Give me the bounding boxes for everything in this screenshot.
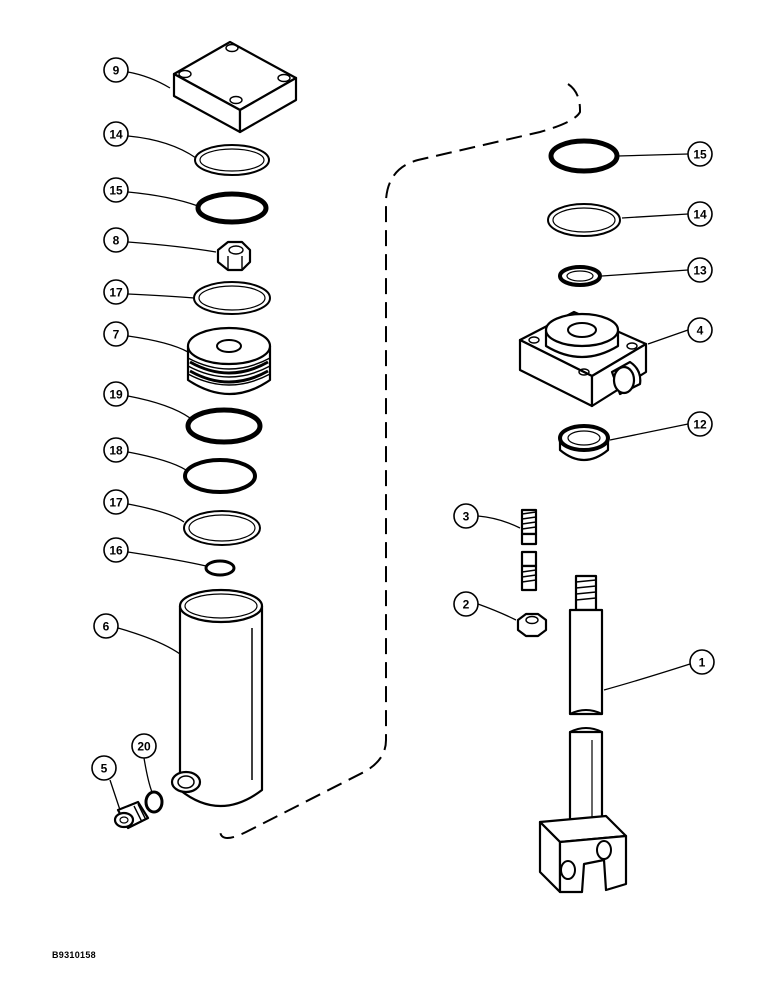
svg-text:20: 20: [137, 740, 151, 754]
callout-17-upper: 17: [103, 279, 129, 305]
callout-13: 13: [687, 257, 713, 283]
callout-14-right: 14: [687, 201, 713, 227]
part-8-nut: [216, 240, 252, 272]
svg-text:16: 16: [109, 544, 123, 558]
callout-19: 19: [103, 381, 129, 407]
svg-text:7: 7: [113, 328, 120, 342]
part-15-o-ring-left: [195, 191, 269, 225]
part-19-o-ring: [185, 407, 263, 445]
svg-text:17: 17: [109, 286, 123, 300]
part-5-plug: [113, 800, 150, 830]
svg-text:17: 17: [109, 496, 123, 510]
part-9-cylinder-head: [172, 40, 298, 134]
svg-text:12: 12: [693, 418, 707, 432]
part-6-cylinder-barrel: [170, 588, 264, 808]
figure-code: B9310158: [52, 950, 96, 960]
callout-2: 2: [453, 591, 479, 617]
svg-text:3: 3: [463, 510, 470, 524]
svg-text:8: 8: [113, 234, 120, 248]
assembly-dashed-line: [219, 83, 581, 839]
part-14-backup-ring-left: [194, 144, 270, 176]
callout-8: 8: [103, 227, 129, 253]
svg-text:4: 4: [697, 324, 704, 338]
svg-text:14: 14: [109, 128, 123, 142]
svg-text:1: 1: [699, 656, 706, 670]
svg-text:13: 13: [693, 264, 707, 278]
callout-15-left: 15: [103, 177, 129, 203]
part-15-o-ring-right: [548, 138, 620, 174]
callout-14-left: 14: [103, 121, 129, 147]
part-14-backup-ring-right: [547, 203, 621, 237]
callout-9: 9: [103, 57, 129, 83]
svg-text:9: 9: [113, 64, 120, 78]
part-16-small-o-ring: [204, 559, 236, 577]
callout-6: 6: [93, 613, 119, 639]
part-4-rod-gland: [518, 310, 648, 408]
callout-3: 3: [453, 503, 479, 529]
part-17-backup-ring-lower: [183, 510, 261, 546]
part-12-rod-seal: [558, 424, 610, 462]
svg-text:2: 2: [463, 598, 470, 612]
callout-17-lower: 17: [103, 489, 129, 515]
leader-lines: [109, 71, 691, 811]
part-18-o-ring: [183, 458, 257, 494]
part-7-piston: [186, 326, 272, 396]
part-13-wiper-seal: [558, 265, 602, 287]
svg-text:18: 18: [109, 444, 123, 458]
svg-text:15: 15: [693, 148, 707, 162]
callout-5: 5: [91, 755, 117, 781]
callout-15-right: 15: [687, 141, 713, 167]
callout-16: 16: [103, 537, 129, 563]
svg-text:19: 19: [109, 388, 123, 402]
part-1-piston-rod: [538, 574, 628, 894]
svg-text:14: 14: [693, 208, 707, 222]
callout-4: 4: [687, 317, 713, 343]
callout-7: 7: [103, 321, 129, 347]
part-2-nut: [516, 612, 548, 638]
callout-12: 12: [687, 411, 713, 437]
callout-20: 20: [131, 733, 157, 759]
svg-text:15: 15: [109, 184, 123, 198]
svg-text:6: 6: [103, 620, 110, 634]
callout-1: 1: [689, 649, 715, 675]
svg-text:5: 5: [101, 762, 108, 776]
part-3-stud: [520, 508, 538, 592]
part-20-seal-washer: [144, 790, 164, 814]
callout-18: 18: [103, 437, 129, 463]
part-17-backup-ring-upper: [193, 281, 271, 315]
